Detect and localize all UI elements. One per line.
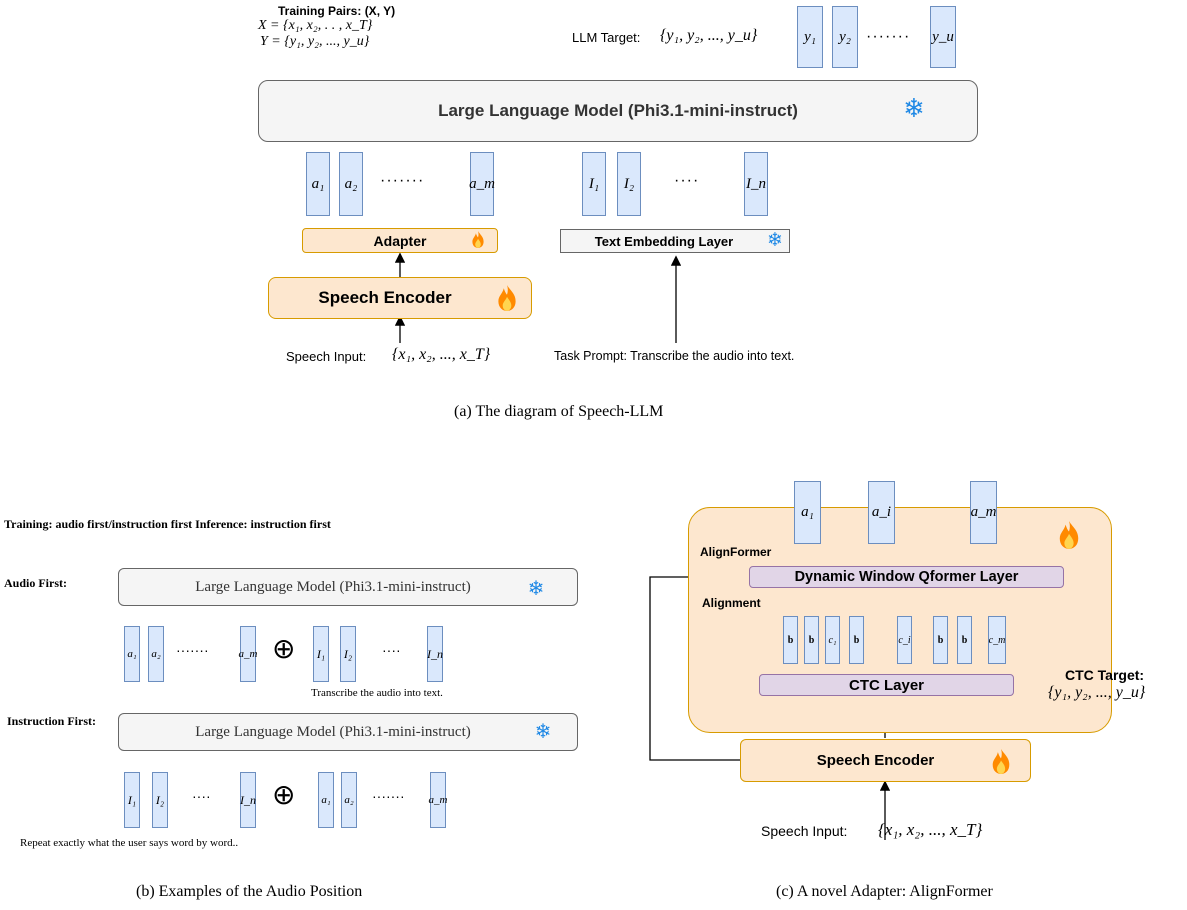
instruction-token: I₂ bbox=[617, 152, 641, 216]
x-definition: X = {x₁, x₂, . . , x_T} bbox=[258, 18, 373, 33]
llm-target-token: y_u bbox=[930, 6, 956, 68]
audio-token: a₂ bbox=[148, 626, 164, 682]
task-prompt: Task Prompt: Transcribe the audio into t… bbox=[554, 349, 795, 363]
text-embedding-label: Text Embedding Layer bbox=[594, 233, 734, 249]
instruction-dots: ···· bbox=[192, 788, 211, 804]
ctc-token: b bbox=[933, 616, 948, 664]
speech-input-label: Speech Input: bbox=[761, 823, 848, 839]
ctc-token: c₁ bbox=[825, 616, 840, 664]
snowflake-icon: ❄ bbox=[534, 719, 552, 743]
llm-block-instruction-first: Large Language Model (Phi3.1-mini-instru… bbox=[118, 713, 578, 751]
audio-token: a₁ bbox=[124, 626, 140, 682]
instruction-first-label: Instruction First: bbox=[7, 714, 96, 728]
ctc-token: b bbox=[783, 616, 798, 664]
speech-encoder-block-c: Speech Encoder bbox=[740, 739, 1031, 782]
audio-token: a_m bbox=[429, 772, 447, 828]
adapter-label: Adapter bbox=[373, 232, 427, 249]
training-pairs-label: Training Pairs: (X, Y) bbox=[278, 4, 396, 18]
training-inference-line: Training: audio first/instruction first … bbox=[4, 517, 331, 531]
audio-dots: ······· bbox=[176, 642, 209, 658]
audio-token: a_m bbox=[239, 626, 257, 682]
ctc-layer-label: CTC Layer bbox=[848, 676, 925, 694]
speech-input-set: {x₁, x₂, ..., x_T} bbox=[878, 820, 983, 839]
speech-encoder-block-a: Speech Encoder bbox=[268, 277, 532, 319]
alignformer-label: AlignFormer bbox=[700, 545, 772, 559]
ctc-token: b bbox=[849, 616, 864, 664]
ctc-target-label: CTC Target: bbox=[1065, 667, 1145, 683]
flame-icon bbox=[992, 749, 1010, 774]
instruction-token: I_n bbox=[240, 772, 256, 828]
instruction-token: I₁ bbox=[313, 626, 329, 682]
instruction-token: I₂ bbox=[340, 626, 356, 682]
text-embedding-block: Text Embedding Layer bbox=[560, 229, 790, 253]
audio-dots: ······· bbox=[380, 172, 425, 189]
qformer-layer: Dynamic Window Qformer Layer bbox=[749, 566, 1064, 588]
ctc-token: b bbox=[957, 616, 972, 664]
instruction-dots: ···· bbox=[382, 642, 401, 658]
llm-label: Large Language Model (Phi3.1-mini-instru… bbox=[438, 101, 798, 120]
instruction-token: I₂ bbox=[152, 772, 168, 828]
instruction-token: I₁ bbox=[124, 772, 140, 828]
instruction-dots: ···· bbox=[674, 172, 700, 189]
audio-token: a₁ bbox=[306, 152, 330, 216]
caption-c: (c) A novel Adapter: AlignFormer bbox=[776, 883, 993, 900]
concat-operator: ⊕ bbox=[272, 634, 296, 665]
llm-block-audio-first: Large Language Model (Phi3.1-mini-instru… bbox=[118, 568, 578, 606]
snowflake-icon: ❄ bbox=[903, 94, 925, 124]
output-token: a_m bbox=[970, 481, 997, 544]
transcribe-text: Transcribe the audio into text. bbox=[311, 687, 443, 699]
output-token: a_i bbox=[868, 481, 895, 544]
alignment-label: Alignment bbox=[702, 596, 761, 610]
llm-block-a: Large Language Model (Phi3.1-mini-instru… bbox=[258, 80, 978, 142]
caption-b: (b) Examples of the Audio Position bbox=[136, 883, 363, 900]
ctc-token: c_i bbox=[897, 616, 912, 664]
speech-input-set: {x₁, x₂, ..., x_T} bbox=[392, 346, 491, 363]
audio-token: a_m bbox=[469, 152, 495, 216]
instruction-token: I₁ bbox=[582, 152, 606, 216]
llm-label: Large Language Model (Phi3.1-mini-instru… bbox=[195, 723, 471, 740]
speech-input-label: Speech Input: bbox=[286, 349, 367, 364]
flame-icon bbox=[472, 231, 484, 248]
flame-icon bbox=[1059, 521, 1079, 549]
instruction-token: I_n bbox=[744, 152, 768, 216]
qformer-label: Dynamic Window Qformer Layer bbox=[794, 569, 1019, 585]
flame-icon bbox=[498, 285, 516, 311]
ctc-layer: CTC Layer bbox=[759, 674, 1014, 696]
adapter-block: Adapter bbox=[302, 228, 498, 253]
output-token: a₁ bbox=[794, 481, 821, 544]
llm-target-token: y₁ bbox=[797, 6, 823, 68]
llm-target-token: y₂ bbox=[832, 6, 858, 68]
snowflake-icon: ❄ bbox=[767, 229, 783, 251]
llm-target-label: LLM Target: bbox=[572, 30, 641, 45]
llm-label: Large Language Model (Phi3.1-mini-instru… bbox=[195, 578, 471, 595]
audio-first-label: Audio First: bbox=[4, 576, 67, 590]
instruction-token: I_n bbox=[427, 626, 443, 682]
speech-encoder-label: Speech Encoder bbox=[816, 752, 935, 769]
y-definition: Y = {y₁, y₂, ..., y_u} bbox=[260, 34, 370, 49]
ctc-token: b bbox=[804, 616, 819, 664]
audio-token: a₂ bbox=[339, 152, 363, 216]
llm-target-dots: ······· bbox=[866, 28, 911, 45]
llm-target-set: {y₁, y₂, ..., y_u} bbox=[660, 27, 758, 44]
audio-dots: ······· bbox=[372, 788, 405, 804]
audio-token: a₁ bbox=[318, 772, 334, 828]
caption-a: (a) The diagram of Speech-LLM bbox=[454, 403, 664, 420]
audio-token: a₂ bbox=[341, 772, 357, 828]
speech-encoder-label: Speech Encoder bbox=[318, 288, 452, 307]
ctc-target-set: {y₁, y₂, ..., y_u} bbox=[1048, 684, 1146, 701]
concat-operator: ⊕ bbox=[272, 780, 296, 811]
repeat-text: Repeat exactly what the user says word b… bbox=[20, 837, 239, 849]
snowflake-icon: ❄ bbox=[527, 576, 545, 600]
ctc-token: c_m bbox=[988, 616, 1006, 664]
